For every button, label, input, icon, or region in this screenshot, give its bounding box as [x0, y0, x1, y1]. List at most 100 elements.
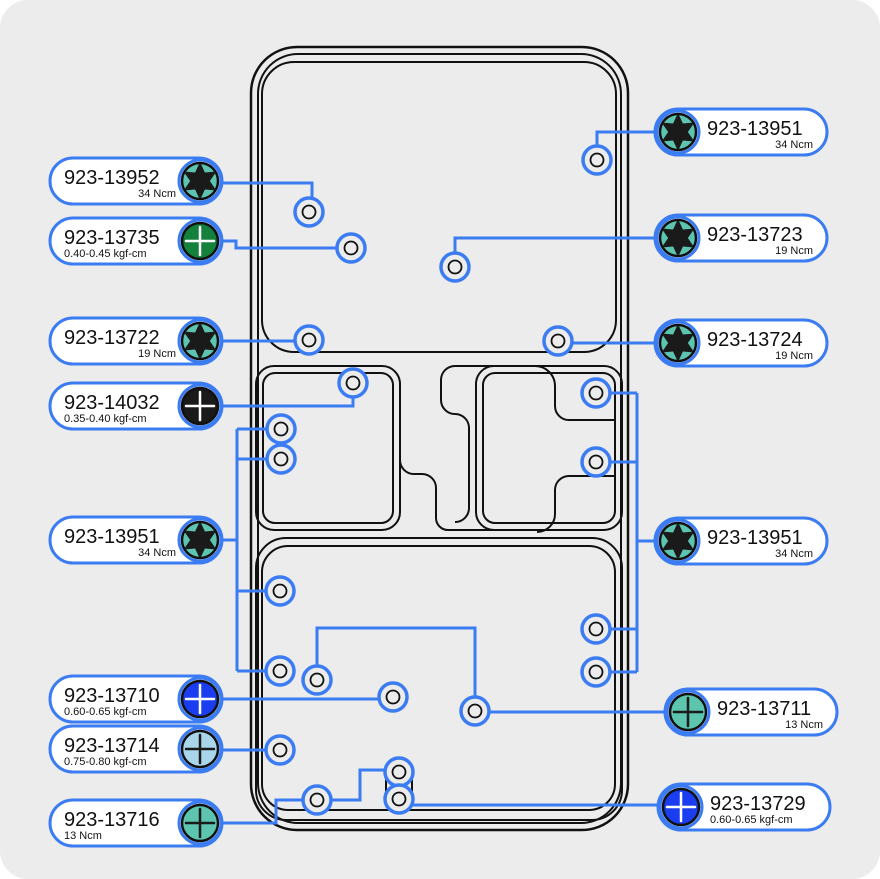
leader-line — [315, 626, 477, 698]
screw-hole[interactable] — [301, 664, 333, 696]
device-outline — [249, 45, 630, 832]
torque-spec: 0.75-0.80 kgf-cm — [64, 756, 147, 768]
screw-hole[interactable] — [265, 413, 297, 445]
torx-icon — [185, 523, 215, 557]
torx-icon — [663, 115, 693, 149]
screw-hole[interactable] — [383, 756, 415, 788]
torx-icon-badge — [655, 109, 701, 155]
torque-spec: 34 Ncm — [138, 188, 176, 200]
screw-hole[interactable] — [335, 232, 367, 264]
leader-line — [222, 239, 338, 250]
torque-spec: 34 Ncm — [775, 548, 813, 560]
screw-hole[interactable] — [301, 784, 333, 816]
torque-spec: 13 Ncm — [64, 830, 102, 842]
torque-spec: 0.60-0.65 kgf-cm — [710, 814, 793, 826]
screw-hole[interactable] — [265, 443, 297, 475]
torx-icon-badge — [655, 518, 701, 564]
torque-spec: 13 Ncm — [785, 719, 823, 731]
screw-hole[interactable] — [383, 783, 415, 815]
leader-line — [222, 181, 314, 199]
part-number: 923-13951 — [707, 527, 803, 549]
phillips-icon — [184, 390, 216, 422]
part-number: 923-13716 — [64, 809, 160, 831]
torque-spec: 19 Ncm — [138, 348, 176, 360]
phillips-icon — [184, 225, 216, 257]
torque-spec: 0.40-0.45 kgf-cm — [64, 248, 147, 260]
torx-icon — [185, 324, 215, 358]
part-number: 923-13729 — [710, 793, 806, 815]
phillips-icon-badge — [177, 800, 223, 846]
phillips-icon-badge — [177, 676, 223, 722]
leader-line — [595, 130, 655, 147]
phillips-icon-badge — [658, 784, 704, 830]
torx-icon-badge — [177, 318, 223, 364]
screw-hole[interactable] — [337, 367, 369, 399]
torx-icon — [185, 164, 215, 198]
screw-hole[interactable] — [542, 325, 574, 357]
part-number: 923-13735 — [64, 227, 160, 249]
phillips-icon-badge — [665, 689, 711, 735]
screw-hole[interactable] — [459, 695, 491, 727]
screw-hole[interactable] — [580, 446, 612, 478]
part-number: 923-13722 — [64, 327, 160, 349]
part-number: 923-13710 — [64, 685, 160, 707]
torx-icon — [663, 221, 693, 255]
screw-hole[interactable] — [581, 144, 613, 176]
phillips-icon — [665, 791, 697, 823]
torx-icon-badge — [655, 320, 701, 366]
part-number: 923-13951 — [707, 118, 803, 140]
phillips-icon — [184, 683, 216, 715]
torque-spec: 0.60-0.65 kgf-cm — [64, 706, 147, 718]
screw-hole[interactable] — [264, 655, 296, 687]
torque-spec: 34 Ncm — [138, 547, 176, 559]
torx-icon — [663, 326, 693, 360]
part-number: 923-13714 — [64, 735, 160, 757]
screw-hole[interactable] — [580, 656, 612, 688]
part-number: 923-13711 — [717, 698, 811, 720]
torque-spec: 19 Ncm — [775, 350, 813, 362]
phillips-icon — [184, 733, 216, 765]
phillips-icon — [184, 807, 216, 839]
torx-icon-badge — [177, 517, 223, 563]
screw-hole[interactable] — [293, 324, 325, 356]
part-number: 923-13952 — [64, 167, 160, 189]
part-number: 923-13951 — [64, 526, 160, 548]
screw-holes — [264, 144, 613, 816]
screw-hole[interactable] — [439, 251, 471, 283]
screw-hole[interactable] — [293, 196, 325, 228]
torx-icon-badge — [655, 215, 701, 261]
leader-line — [222, 396, 355, 408]
leader-line — [453, 236, 655, 254]
part-number: 923-13723 — [707, 224, 803, 246]
leader-line — [330, 768, 386, 802]
screw-hole[interactable] — [264, 734, 296, 766]
phillips-icon-badge — [177, 726, 223, 772]
screw-hole[interactable] — [377, 681, 409, 713]
screw-hole[interactable] — [580, 613, 612, 645]
part-number: 923-13724 — [707, 329, 803, 351]
leader-lines — [222, 130, 665, 825]
screw-hole[interactable] — [264, 575, 296, 607]
leader-line — [222, 798, 304, 825]
torx-icon-badge — [177, 158, 223, 204]
torque-spec: 0.35-0.40 kgf-cm — [64, 413, 147, 425]
screw-hole[interactable] — [580, 377, 612, 409]
phillips-icon-badge — [177, 383, 223, 429]
torque-spec: 19 Ncm — [775, 245, 813, 257]
